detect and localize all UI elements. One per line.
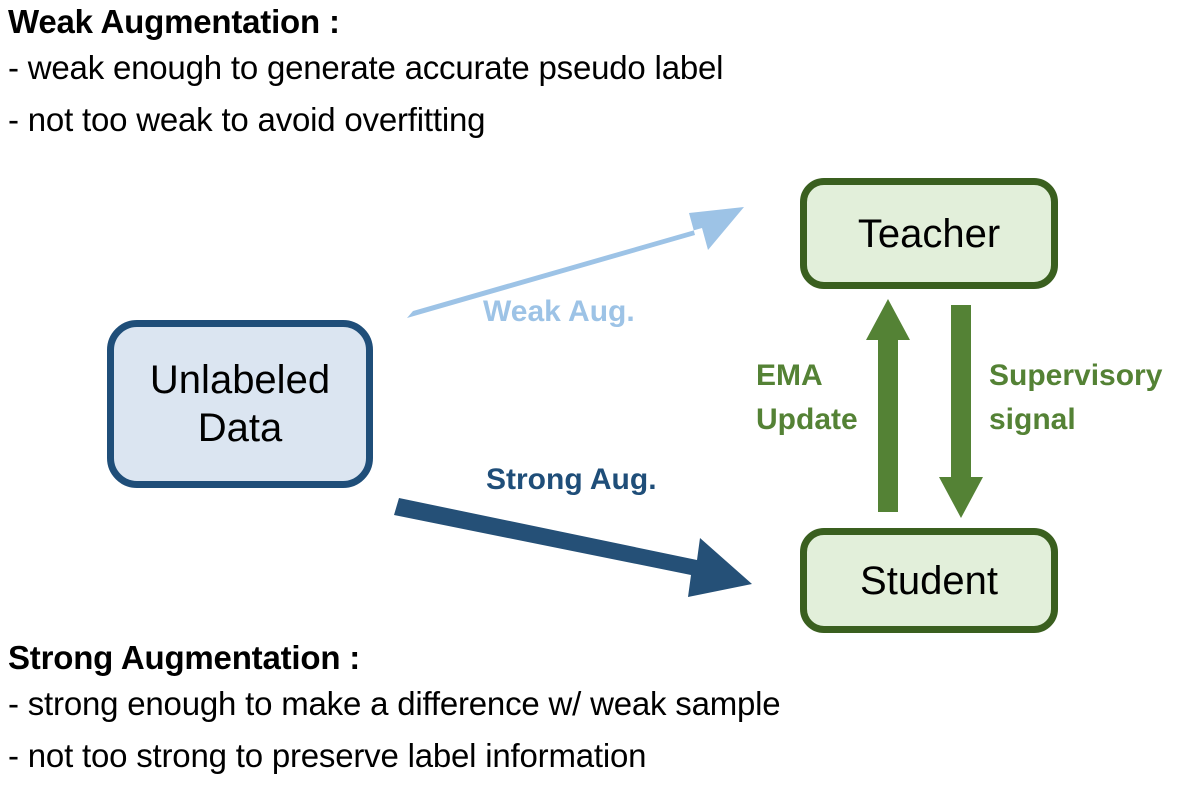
strong-augmentation-heading: Strong Augmentation : <box>8 639 361 676</box>
strong-aug-arrow <box>394 498 752 597</box>
strong-augmentation-bullet-2: - not too strong to preserve label infor… <box>8 737 647 774</box>
strong-augmentation-text-block: Strong Augmentation : - strong enough to… <box>8 638 781 782</box>
unlabeled-data-box[interactable]: Unlabeled Data <box>107 320 373 488</box>
weak-augmentation-bullet-1: - weak enough to generate accurate pseud… <box>8 49 724 86</box>
ema-update-label-line1: EMA <box>756 359 823 392</box>
ema-update-label-line2: Update <box>756 403 858 436</box>
unlabeled-data-label-line2: Data <box>197 406 283 450</box>
weak-augmentation-bullet-2: - not too weak to avoid overfitting <box>8 101 486 138</box>
weak-augmentation-heading: Weak Augmentation : <box>8 3 340 40</box>
teacher-box[interactable]: Teacher <box>800 178 1058 289</box>
ema-update-arrow <box>866 299 910 512</box>
supervisory-signal-label-line2: signal <box>989 403 1076 436</box>
weak-augmentation-text-block: Weak Augmentation : - weak enough to gen… <box>8 2 723 146</box>
strong-aug-label: Strong Aug. <box>486 463 657 496</box>
student-box[interactable]: Student <box>800 528 1058 633</box>
teacher-label: Teacher <box>857 211 1001 256</box>
strong-augmentation-bullet-1: - strong enough to make a difference w/ … <box>8 685 781 722</box>
supervisory-signal-label: Supervisory signal <box>989 354 1162 442</box>
supervisory-signal-label-line1: Supervisory <box>989 359 1163 392</box>
unlabeled-data-label-line1: Unlabeled <box>149 358 331 402</box>
supervisory-signal-arrow <box>939 305 983 518</box>
ema-update-label: EMA Update <box>756 354 858 442</box>
student-label: Student <box>860 558 998 603</box>
unlabeled-data-label: Unlabeled Data <box>150 356 330 452</box>
weak-aug-label: Weak Aug. <box>483 295 635 328</box>
